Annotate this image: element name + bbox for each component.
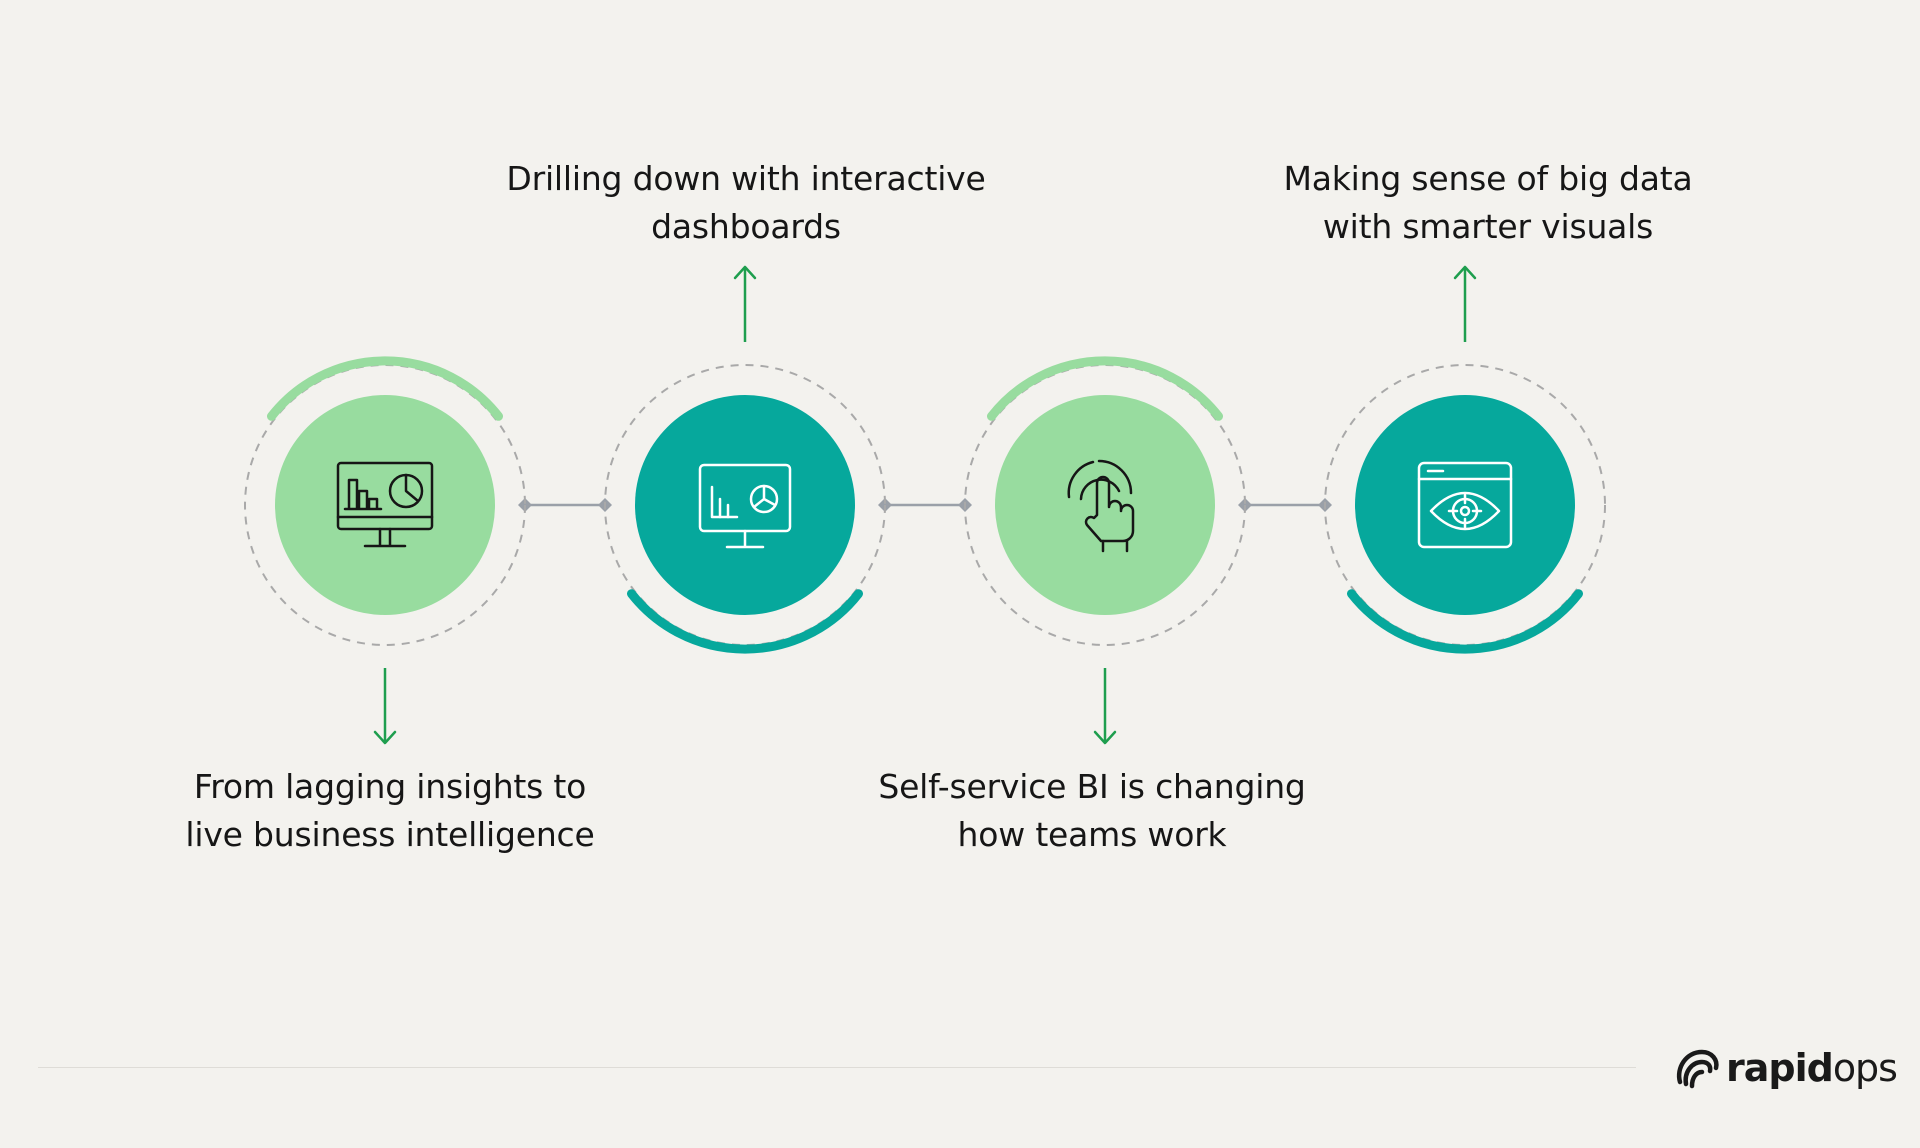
step-label-line: From lagging insights to bbox=[193, 767, 587, 806]
pie-slice bbox=[404, 473, 420, 503]
brand-logo[interactable]: rapidops bbox=[1672, 1040, 1898, 1096]
tap-wave-outer bbox=[1097, 459, 1133, 495]
dashed-ring bbox=[1324, 364, 1606, 646]
dashed-ring bbox=[604, 364, 886, 646]
dashed-ring bbox=[964, 364, 1246, 646]
hand bbox=[1084, 475, 1135, 543]
chart-bars bbox=[718, 497, 730, 519]
brand-wordmark: rapidops bbox=[1726, 1046, 1898, 1090]
step-label-big-data-visuals: Making sense of big data with smarter vi… bbox=[1208, 155, 1768, 251]
bar-chart bbox=[347, 478, 379, 510]
arrow-up-icon bbox=[733, 265, 757, 342]
tap-wave-outer-left bbox=[1067, 460, 1095, 499]
eye-outline bbox=[1429, 491, 1501, 531]
node-circle bbox=[1355, 395, 1575, 615]
step-label-line: with smarter visuals bbox=[1322, 207, 1654, 246]
node-circle bbox=[275, 395, 495, 615]
browser-eye-icon bbox=[1417, 461, 1513, 549]
step-label-line: how teams work bbox=[957, 815, 1227, 854]
step-node-lagging-insights[interactable] bbox=[244, 356, 526, 745]
monitor-bar-pie-chart-icon bbox=[336, 461, 434, 548]
step-label-line: dashboards bbox=[651, 207, 841, 246]
arrow-head bbox=[733, 265, 757, 280]
step-label-line: Self-service BI is changing bbox=[878, 767, 1306, 806]
step-label-line: Drilling down with interactive bbox=[506, 159, 986, 198]
node-circle bbox=[635, 395, 855, 615]
pointer-hand-tap-icon bbox=[1067, 459, 1135, 553]
step-label-interactive-dashboards: Drilling down with interactive dashboard… bbox=[466, 155, 1026, 251]
arrow-head bbox=[1093, 730, 1117, 745]
progress-arc bbox=[267, 356, 503, 421]
node-circle bbox=[995, 395, 1215, 615]
eye-crosshair bbox=[1447, 493, 1483, 529]
progress-arc bbox=[627, 589, 863, 654]
monitor-screen bbox=[336, 461, 434, 531]
arrow-up-icon bbox=[1453, 265, 1477, 342]
step-label-self-service-bi: Self-service BI is changing how teams wo… bbox=[812, 763, 1372, 859]
rapidops-swirl-icon bbox=[1676, 1049, 1719, 1089]
brand-name-light: ops bbox=[1832, 1046, 1898, 1090]
step-node-self-service-bi[interactable] bbox=[964, 356, 1246, 745]
monitor-neck bbox=[378, 527, 392, 547]
footer-divider bbox=[38, 1067, 1636, 1068]
step-label-line: live business intelligence bbox=[185, 815, 595, 854]
step-label-lagging-insights: From lagging insights to live business i… bbox=[110, 763, 670, 859]
step-label-line: Making sense of big data bbox=[1283, 159, 1693, 198]
step-node-interactive-dashboards[interactable] bbox=[604, 265, 886, 654]
eye-pupil bbox=[1459, 505, 1471, 517]
board-stand bbox=[725, 529, 765, 549]
arrow-down-icon bbox=[373, 668, 397, 745]
progress-arc bbox=[1347, 589, 1583, 654]
nodes bbox=[244, 265, 1606, 745]
hand-cuff bbox=[1101, 539, 1129, 553]
presentation-board-chart-icon bbox=[698, 463, 792, 549]
brand-name-strong: rapid bbox=[1726, 1046, 1834, 1090]
step-node-big-data-visuals[interactable] bbox=[1324, 265, 1606, 654]
dashed-ring bbox=[244, 364, 526, 646]
arrow-head bbox=[373, 730, 397, 745]
browser-window bbox=[1417, 461, 1513, 549]
arrow-head bbox=[1453, 265, 1477, 280]
pie-slices bbox=[752, 484, 777, 509]
arrow-down-icon bbox=[1093, 668, 1117, 745]
progress-arc bbox=[987, 356, 1223, 421]
